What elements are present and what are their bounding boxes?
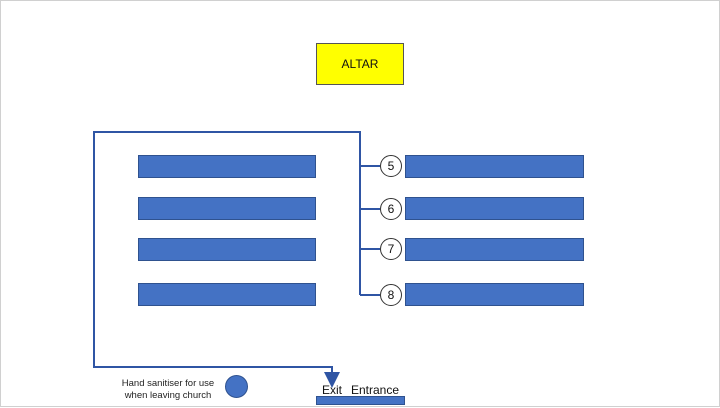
pew-left-3 bbox=[138, 238, 316, 261]
pew-right-5 bbox=[405, 155, 584, 178]
church-door bbox=[316, 396, 405, 405]
exit-label: Exit bbox=[322, 383, 343, 397]
pew-number-5-label: 5 bbox=[387, 159, 395, 173]
pew-right-7 bbox=[405, 238, 584, 261]
pew-number-8-label: 8 bbox=[387, 288, 395, 302]
sanitiser-label: Hand sanitiser for use when leaving chur… bbox=[113, 378, 223, 402]
pew-right-8 bbox=[405, 283, 584, 306]
pew-left-4 bbox=[138, 283, 316, 306]
altar: ALTAR bbox=[316, 43, 404, 85]
pew-number-7-label: 7 bbox=[387, 242, 395, 256]
entrance-label: Entrance bbox=[351, 383, 400, 397]
pew-number-6-label: 6 bbox=[387, 202, 395, 216]
pew-number-6: 6 bbox=[380, 198, 402, 220]
pew-left-1 bbox=[138, 155, 316, 178]
hand-sanitiser-marker bbox=[225, 375, 248, 398]
pew-number-7: 7 bbox=[380, 238, 402, 260]
sanitiser-label-line1: Hand sanitiser for use bbox=[121, 378, 215, 389]
altar-label: ALTAR bbox=[341, 57, 379, 71]
pew-number-8: 8 bbox=[380, 284, 402, 306]
pew-left-2 bbox=[138, 197, 316, 220]
pew-number-5: 5 bbox=[380, 155, 402, 177]
pew-right-6 bbox=[405, 197, 584, 220]
sanitiser-label-line2: when leaving church bbox=[124, 390, 212, 401]
